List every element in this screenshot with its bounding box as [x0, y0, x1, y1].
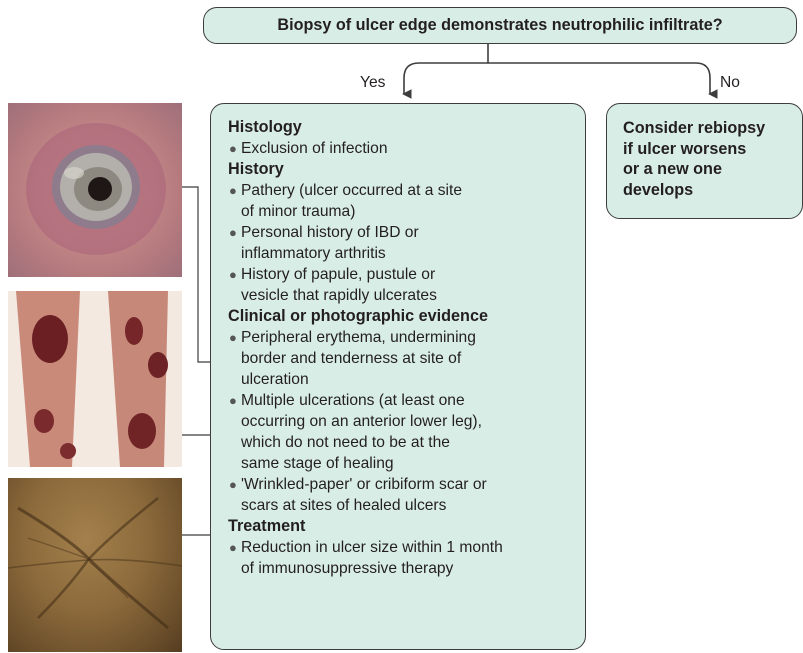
bullet-icon: ● [229, 390, 241, 411]
criterion-item: ●Reduction in ulcer size within 1 montho… [228, 537, 585, 579]
bullet-icon: ● [229, 264, 241, 285]
criterion-item: ●History of papule, pustule orvesicle th… [228, 264, 585, 306]
rebiopsy-box: Consider rebiopsy if ulcer worsens or a … [606, 103, 803, 219]
ulcer-photo [8, 103, 182, 277]
rebiopsy-line: if ulcer worsens [623, 139, 802, 160]
yes-label: Yes [360, 74, 385, 92]
clinical-heading: Clinical or photographic evidence [228, 306, 585, 327]
criterion-item: ●Exclusion of infection [228, 138, 585, 159]
scar-photo [8, 478, 182, 652]
rebiopsy-line: or a new one [623, 159, 802, 180]
criterion-item: ●'Wrinkled-paper' or cribiform scar orsc… [228, 474, 585, 516]
leg-ulcers-photo [8, 291, 182, 467]
bullet-icon: ● [229, 537, 241, 558]
bullet-icon: ● [229, 138, 241, 159]
histology-heading: Histology [228, 117, 585, 138]
rebiopsy-line: develops [623, 180, 802, 201]
question-text: Biopsy of ulcer edge demonstrates neutro… [277, 16, 722, 35]
no-label: No [720, 74, 740, 92]
criteria-box: Histology ●Exclusion of infection Histor… [210, 103, 586, 650]
criterion-item: ●Pathery (ulcer occurred at a siteof min… [228, 180, 585, 222]
history-heading: History [228, 159, 585, 180]
bullet-icon: ● [229, 474, 241, 495]
criterion-item: ●Peripheral erythema, underminingborder … [228, 327, 585, 390]
no-arrow [488, 63, 710, 94]
criterion-item: ●Multiple ulcerations (at least oneoccur… [228, 390, 585, 474]
treatment-heading: Treatment [228, 516, 585, 537]
yes-arrow [404, 63, 488, 94]
bullet-icon: ● [229, 222, 241, 243]
bullet-icon: ● [229, 180, 241, 201]
bullet-icon: ● [229, 327, 241, 348]
question-box: Biopsy of ulcer edge demonstrates neutro… [203, 7, 797, 44]
criterion-item: ●Personal history of IBD orinflammatory … [228, 222, 585, 264]
rebiopsy-line: Consider rebiopsy [623, 118, 802, 139]
